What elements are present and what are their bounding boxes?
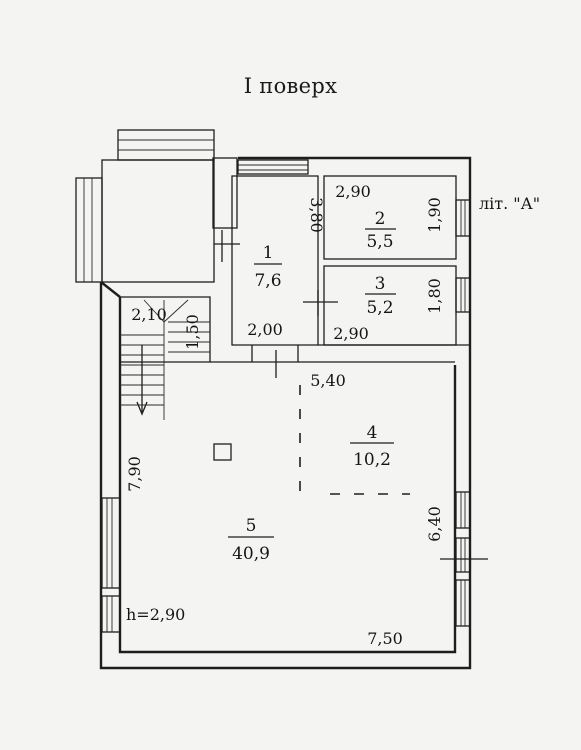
dim-room1-height: 3,80 (307, 197, 326, 233)
outer-wall (99, 156, 472, 670)
room-1-number: 1 (263, 243, 274, 263)
window-right-1 (455, 199, 471, 237)
dim-bottom-length: 7,50 (367, 629, 403, 648)
room-3-number: 3 (375, 274, 386, 294)
room-3-area: 5,2 (366, 298, 393, 318)
room-4-number: 4 (367, 423, 378, 443)
window-right-2 (455, 277, 471, 313)
room-4-area: 10,2 (353, 450, 391, 470)
building-letter-label: літ. "А" (479, 194, 540, 213)
dim-stair-height: 1,50 (183, 314, 202, 350)
dim-stair-width: 2,10 (131, 305, 167, 324)
room-5-area: 40,9 (232, 544, 270, 564)
dim-room2-width: 2,90 (335, 182, 371, 201)
window-right-5 (455, 579, 471, 627)
dim-left-length: 7,90 (125, 456, 144, 492)
dim-right-length: 6,40 (425, 506, 444, 542)
dim-room4-width: 5,40 (310, 371, 346, 390)
room-1-area: 7,6 (254, 271, 281, 291)
window-left-2 (101, 595, 121, 633)
window-right-4 (455, 537, 471, 573)
entrance-steps (75, 129, 215, 283)
room-2-area: 5,5 (366, 232, 393, 252)
dim-room3-width: 2,90 (333, 324, 369, 343)
dim-room1-width: 2,00 (247, 320, 283, 339)
room-5-number: 5 (246, 516, 257, 536)
column (213, 443, 232, 461)
window-top (237, 159, 309, 175)
staircase (119, 296, 211, 420)
room-2-number: 2 (375, 209, 386, 229)
outer-wall-corner (100, 281, 121, 298)
window-left-1 (101, 497, 121, 589)
dim-room2-height: 1,90 (425, 197, 444, 233)
dim-room3-height: 1,80 (425, 278, 444, 314)
window-right-3 (455, 491, 471, 529)
interior-partitions (210, 290, 455, 496)
page-title: I поверх (243, 74, 338, 98)
ceiling-height-label: h=2,90 (126, 605, 185, 624)
outer-wall-inner-line (118, 297, 457, 654)
